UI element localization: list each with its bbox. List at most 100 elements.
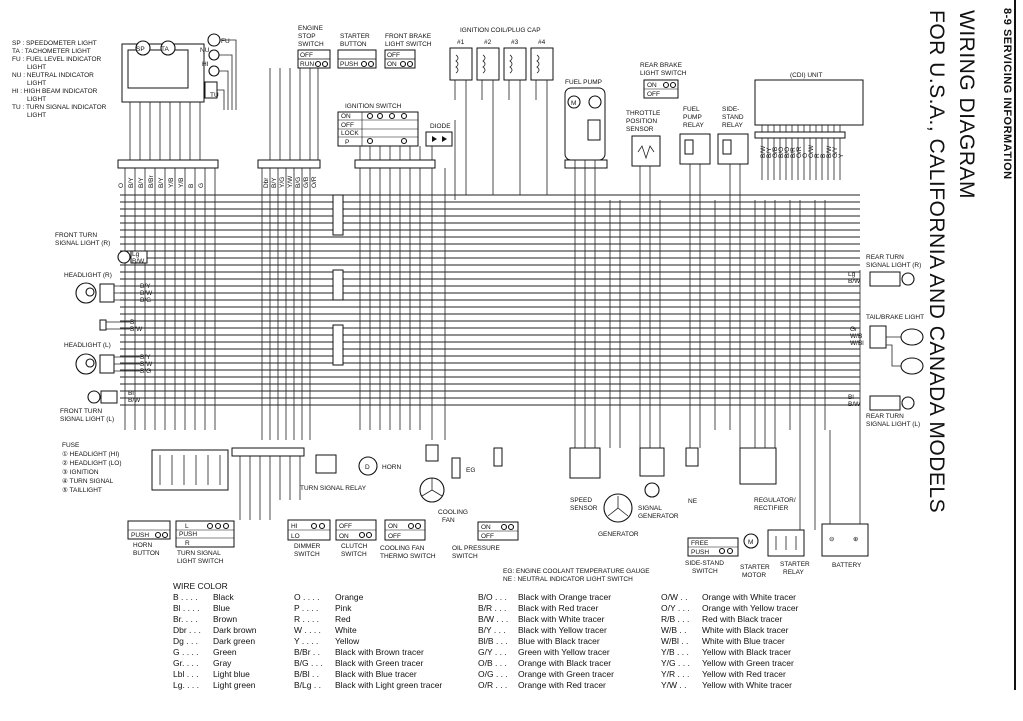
svg-text:NE: NE <box>688 498 698 505</box>
svg-text:L: L <box>185 523 189 530</box>
fuel-relay-label: RELAY <box>683 122 704 129</box>
wire-color-code: G/Y . . . <box>478 647 507 657</box>
wire-color-name: Brown <box>213 614 237 624</box>
legend-line: SP : SPEEDOMETER LIGHT <box>12 40 97 47</box>
fuel-relay-label: PUMP <box>683 114 702 121</box>
wire-color-code: Y . . . . <box>294 636 318 646</box>
high-beam-indicator-icon <box>208 65 220 77</box>
wire-color-code: B/Bl . . <box>294 669 319 679</box>
wire-color-code: Gr. . . . <box>173 658 199 668</box>
wire-color-name: Dark green <box>213 636 255 646</box>
nu-tag: NU <box>200 47 210 54</box>
cdi-box <box>754 79 864 126</box>
svg-text:NE : NEUTRAL INDICATOR LIGHT S: NE : NEUTRAL INDICATOR LIGHT SWITCH <box>503 576 633 583</box>
svg-text:B/G: B/G <box>140 297 151 304</box>
dimmer-switch: HI LO DIMMER SWITCH <box>287 519 331 558</box>
wire-color-code: B/W . . . <box>478 614 508 624</box>
speedometer-light-icon <box>135 40 151 56</box>
svg-text:GENERATOR: GENERATOR <box>638 513 679 520</box>
svg-text:REAR TURN: REAR TURN <box>866 413 904 420</box>
svg-text:Lg: Lg <box>132 251 140 258</box>
svg-text:SIGNAL LIGHT (L): SIGNAL LIGHT (L) <box>866 421 920 428</box>
svg-text:Y/B: Y/B <box>168 178 175 188</box>
svg-text:B/O: B/O <box>778 147 785 158</box>
wire-color-name: Orange with White tracer <box>702 592 796 602</box>
svg-text:MOTOR: MOTOR <box>742 572 766 579</box>
svg-text:FAN: FAN <box>442 517 455 524</box>
svg-text:⊖: ⊖ <box>829 536 835 543</box>
svg-text:SWITCH: SWITCH <box>294 551 320 558</box>
ignition-state: P <box>345 139 349 146</box>
section-header: 8-9 SERVICING INFORMATION <box>1001 8 1013 180</box>
ignition-coil-label: IGNITION COIL/PLUG CAP <box>460 27 541 34</box>
fuel-indicator-icon <box>207 33 221 47</box>
meter-inner <box>127 49 189 89</box>
svg-text:Lg: Lg <box>848 271 856 278</box>
wire-color-code: Br. . . . <box>173 614 198 624</box>
legend-line: FU : FUEL LEVEL INDICATOR <box>12 56 102 63</box>
svg-text:RELAY: RELAY <box>783 569 804 576</box>
meter-legend: SP : SPEEDOMETER LIGHT TA : TACHOMETER L… <box>12 40 107 119</box>
coil-2 <box>476 47 500 81</box>
svg-text:TURN SIGNAL: TURN SIGNAL <box>177 550 221 557</box>
relay-box <box>315 454 337 474</box>
wire-color-code: Bl . . . . <box>173 603 199 613</box>
throttle-label: POSITION <box>626 118 657 125</box>
wire-color-code: R/B . . . <box>661 614 689 624</box>
svg-text:SPEED: SPEED <box>570 497 592 504</box>
bus-lines <box>120 194 860 406</box>
svg-text:B/O: B/O <box>784 147 791 158</box>
ignition-state: OFF <box>341 122 354 129</box>
wire-color-name: Yellow <box>335 636 360 646</box>
legend-line: LIGHT <box>27 112 46 119</box>
turn-bulb-icon <box>901 272 915 286</box>
coil-number: #2 <box>484 39 492 46</box>
wire-color-code: Lbl . . . <box>173 669 199 679</box>
svg-text:O: O <box>118 183 125 188</box>
coil-number: #3 <box>511 39 519 46</box>
svg-text:CLUTCH: CLUTCH <box>341 543 368 550</box>
cdi-label: (CDI) UNIT <box>790 72 823 79</box>
page-title: WIRING DIAGRAM <box>955 10 978 199</box>
svg-text:R: R <box>814 153 821 158</box>
side-stand-switch: FREE PUSH SIDE-STAND SWITCH <box>685 537 739 575</box>
svg-text:B/W: B/W <box>130 326 143 333</box>
svg-text:B/W: B/W <box>140 290 153 297</box>
wire-color-name: Red with Black tracer <box>702 614 782 624</box>
wire-color-name: Black with Blue tracer <box>335 669 417 679</box>
generator: GENERATOR <box>598 493 639 538</box>
svg-text:SIGNAL LIGHT (R): SIGNAL LIGHT (R) <box>866 262 921 269</box>
fu-tag: FU <box>221 38 230 45</box>
svg-text:B/W: B/W <box>140 361 153 368</box>
wire-color-name: Dark brown <box>213 625 257 635</box>
wire-color-code: Bl/B . . . <box>478 636 508 646</box>
wire-color-code: Y/B . . . <box>661 647 689 657</box>
center-verticals <box>359 168 446 440</box>
fuse-block <box>151 449 229 491</box>
svg-text:HEADLIGHT (R): HEADLIGHT (R) <box>64 272 112 279</box>
svg-text:PUSH: PUSH <box>131 532 149 539</box>
pump-connector <box>564 159 608 169</box>
coil-number: #4 <box>538 39 546 46</box>
wire-color-code: B/Y . . . <box>478 625 506 635</box>
motor-icon <box>743 533 759 549</box>
svg-text:B/Y: B/Y <box>128 177 135 188</box>
svg-text:COOLING FAN: COOLING FAN <box>380 545 425 552</box>
engine-stop-label: ENGINE <box>298 25 324 32</box>
legend-line: TA : TACHOMETER LIGHT <box>12 48 91 55</box>
wire-color-name: Light green <box>213 680 256 690</box>
svg-text:B/G: B/G <box>140 368 151 375</box>
engine-stop-switch: ENGINE STOP SWITCH OFF RUN <box>297 25 331 69</box>
wire-color-code: Lg. . . . <box>173 680 199 690</box>
svg-text:M: M <box>748 539 753 546</box>
wire-color-code: Dbr . . . <box>173 625 201 635</box>
svg-text:O/R: O/R <box>796 146 803 158</box>
svg-text:EG: ENGINE COOLANT TEMPERATURE: EG: ENGINE COOLANT TEMPERATURE GAUGE <box>503 568 650 575</box>
starter-label: STARTER <box>340 33 370 40</box>
legend-line: LIGHT <box>27 80 46 87</box>
svg-text:Y/G: Y/G <box>279 177 286 188</box>
wire-color-name: Orange with Green tracer <box>518 669 614 679</box>
wire-color-name: Black with Orange tracer <box>518 592 611 602</box>
right-verticals <box>574 200 826 430</box>
splice-block <box>332 269 344 301</box>
